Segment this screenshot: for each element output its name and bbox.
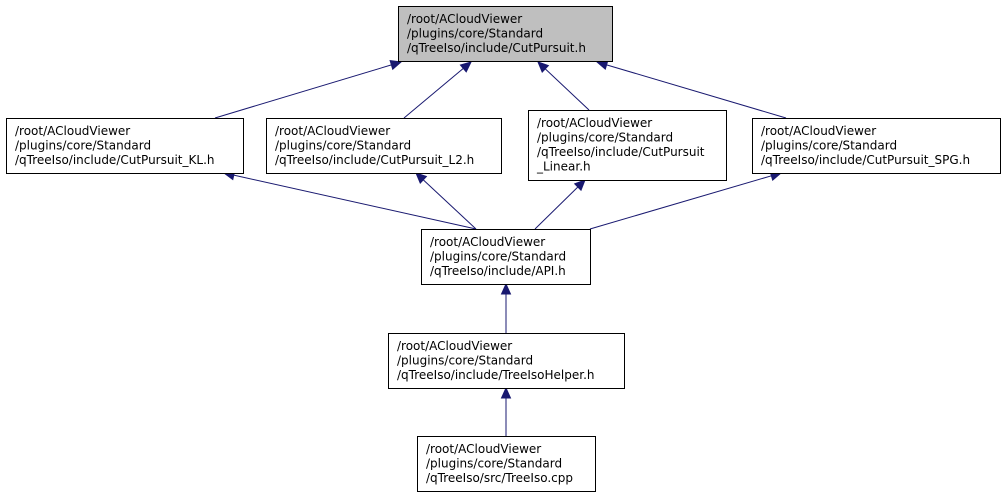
node-label-line: /qTreeIso/include/CutPursuit_KL.h	[15, 153, 214, 167]
node-label-line: /qTreeIso/src/TreeIso.cpp	[426, 471, 573, 485]
node-api-h[interactable]: /root/ACloudViewer/plugins/core/Standard…	[421, 229, 591, 285]
edge-cutpursuit-linear-h-to-cutpursuit-h	[537, 61, 590, 111]
edge-cutpursuit-kl-h-to-cutpursuit-h	[214, 59, 403, 119]
node-label-line: /qTreeIso/include/API.h	[430, 264, 566, 278]
node-label-line: /qTreeIso/include/CutPursuit_L2.h	[275, 153, 474, 167]
node-cutpursuit-kl-h[interactable]: /root/ACloudViewer/plugins/core/Standard…	[6, 118, 244, 174]
node-box[interactable]	[421, 229, 591, 285]
node-label-line: _Linear.h	[536, 160, 591, 174]
node-label-line: /qTreeIso/include/CutPursuit_SPG.h	[761, 153, 970, 167]
edge-line	[606, 64, 787, 119]
node-treeiso-cpp[interactable]: /root/ACloudViewer/plugins/core/Standard…	[417, 436, 596, 492]
edge-api-h-to-cutpursuit-linear-h	[534, 179, 586, 230]
node-label-line: /root/ACloudViewer	[397, 339, 512, 353]
node-cutpursuit-spg-h[interactable]: /root/ACloudViewer/plugins/core/Standard…	[752, 118, 1001, 174]
edge-line	[589, 175, 772, 230]
edge-line	[214, 64, 392, 119]
node-label-line: /plugins/core/Standard	[397, 353, 533, 367]
edge-line	[534, 186, 579, 230]
node-box[interactable]	[266, 118, 502, 174]
edge-line	[544, 68, 590, 111]
node-cutpursuit-h[interactable]: /root/ACloudViewer/plugins/core/Standard…	[398, 6, 613, 62]
edge-line	[233, 174, 477, 230]
node-label-line: /plugins/core/Standard	[426, 456, 562, 470]
node-label-line: /plugins/core/Standard	[537, 131, 673, 145]
node-box[interactable]	[417, 436, 596, 492]
node-label-line: /root/ACloudViewer	[430, 235, 545, 249]
node-box[interactable]	[388, 333, 625, 389]
node-label-line: /root/ACloudViewer	[761, 124, 876, 138]
arrowhead-icon	[415, 172, 428, 185]
node-label-line: /plugins/core/Standard	[761, 138, 897, 152]
node-label-line: /qTreeIso/include/CutPursuit.h	[407, 41, 586, 55]
node-treeisohelper-h[interactable]: /root/ACloudViewer/plugins/core/Standard…	[388, 333, 625, 389]
node-label-line: /root/ACloudViewer	[407, 12, 522, 26]
edge-cutpursuit-spg-h-to-cutpursuit-h	[595, 59, 787, 119]
node-label-line: /qTreeIso/include/CutPursuit	[537, 145, 705, 159]
node-label-line: /plugins/core/Standard	[15, 138, 151, 152]
arrowhead-icon	[500, 282, 512, 295]
node-layer: /root/ACloudViewer/plugins/core/Standard…	[6, 6, 1001, 492]
arrowhead-icon	[459, 61, 472, 73]
node-label-line: /plugins/core/Standard	[430, 249, 566, 263]
node-box[interactable]	[398, 6, 613, 62]
node-label-line: /root/ACloudViewer	[537, 116, 652, 130]
node-cutpursuit-linear-h[interactable]: /root/ACloudViewer/plugins/core/Standard…	[528, 110, 727, 181]
node-label-line: /root/ACloudViewer	[426, 442, 541, 456]
node-label-line: /plugins/core/Standard	[407, 26, 543, 40]
arrowhead-icon	[573, 179, 586, 192]
node-label-line: /plugins/core/Standard	[275, 138, 411, 152]
edge-treeisohelper-h-to-api-h	[500, 282, 512, 333]
node-cutpursuit-l2-h[interactable]: /root/ACloudViewer/plugins/core/Standard…	[266, 118, 502, 174]
node-box[interactable]	[752, 118, 1001, 174]
edge-cutpursuit-l2-h-to-cutpursuit-h	[403, 61, 472, 119]
arrowhead-icon	[537, 61, 550, 74]
node-box[interactable]	[528, 110, 727, 181]
node-label-line: /qTreeIso/include/TreeIsoHelper.h	[397, 368, 594, 382]
edge-line	[403, 68, 464, 119]
arrowhead-icon	[500, 386, 512, 399]
edge-line	[422, 179, 477, 230]
arrowhead-icon	[389, 59, 403, 71]
edge-api-h-to-cutpursuit-l2-h	[415, 172, 477, 230]
node-label-line: /root/ACloudViewer	[275, 124, 390, 138]
edge-treeiso-cpp-to-treeisohelper-h	[500, 386, 512, 436]
node-box[interactable]	[6, 118, 244, 174]
edge-api-h-to-cutpursuit-kl-h	[222, 170, 477, 230]
node-label-line: /root/ACloudViewer	[15, 124, 130, 138]
